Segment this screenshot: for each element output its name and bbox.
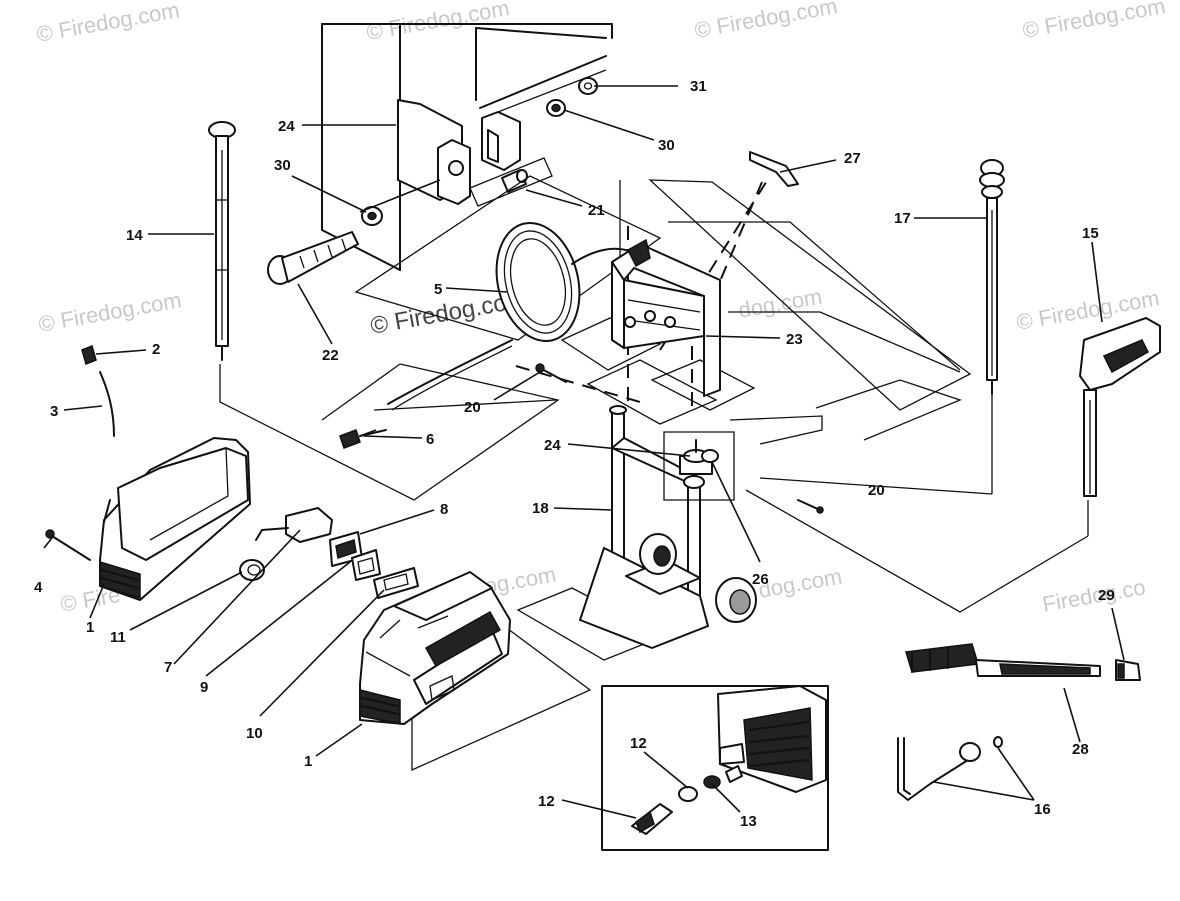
callout-12: 12 <box>538 793 555 810</box>
callout-5: 5 <box>434 281 442 298</box>
callout-8: 8 <box>440 501 448 518</box>
wand-16 <box>897 736 1003 801</box>
watermark: © Firedog.com <box>693 0 840 43</box>
callout-6: 6 <box>426 431 434 448</box>
lance-17 <box>979 159 1005 395</box>
callout-26: 26 <box>752 571 769 588</box>
fitting-6 <box>339 429 387 449</box>
callout-27: 27 <box>844 150 861 167</box>
callout-28: 28 <box>1072 741 1089 758</box>
callout-4: 4 <box>34 579 43 596</box>
assembly-line <box>359 179 441 213</box>
assembly-outlines <box>219 175 1089 772</box>
nozzle-29 <box>1115 659 1141 681</box>
callout-9: 9 <box>200 679 208 696</box>
screw-20-lower <box>797 499 824 514</box>
callout-11: 11 <box>110 629 126 646</box>
clip <box>749 151 799 187</box>
callout-18: 18 <box>532 500 549 517</box>
callout-17: 17 <box>894 210 911 227</box>
callout-10: 10 <box>246 725 263 742</box>
watermark: © Firedog.com <box>365 0 512 45</box>
callout-29: 29 <box>1098 587 1115 604</box>
foot-11 <box>239 559 265 581</box>
watermark: dog.com <box>757 564 844 603</box>
washer-30-lower <box>361 206 383 226</box>
spray-gun <box>1079 317 1161 497</box>
callout-21: 21 <box>588 202 605 219</box>
callout-13: 13 <box>740 813 757 830</box>
lance-14 <box>208 121 236 361</box>
callout-14: 14 <box>126 227 143 244</box>
callout-12: 12 <box>630 735 647 752</box>
housing-right <box>359 571 511 725</box>
callout-31: 31 <box>690 78 707 95</box>
watermark: © Firedog.com <box>37 287 184 337</box>
callout-20: 20 <box>868 482 885 499</box>
washer-30-upper <box>546 99 566 117</box>
callout-labels: 31 24 30 30 27 21 17 15 14 5 23 22 2 3 2… <box>34 78 1115 830</box>
plate-9 <box>351 549 381 581</box>
watermark: Firedog.co <box>1041 574 1148 617</box>
callout-1: 1 <box>304 753 312 770</box>
handle-frame <box>611 238 721 397</box>
cart-frame <box>579 405 757 649</box>
bolt-22 <box>267 231 359 285</box>
mounting-bracket <box>397 99 521 205</box>
callout-30: 30 <box>658 137 675 154</box>
watermark: dog.com <box>737 284 824 323</box>
brush-28 <box>905 643 1101 677</box>
spacer-21 <box>469 157 553 207</box>
callout-30: 30 <box>274 157 291 174</box>
callout-24: 24 <box>278 118 295 135</box>
callout-1: 1 <box>86 619 94 636</box>
callout-24: 24 <box>544 437 561 454</box>
callout-15: 15 <box>1082 225 1099 242</box>
tube-3 <box>99 371 115 437</box>
leader-lines <box>43 85 1125 819</box>
callout-2: 2 <box>152 341 160 358</box>
watermark: © Firedog.com <box>1021 0 1168 43</box>
label-10 <box>373 567 419 599</box>
watermark: © Firedog.com <box>35 0 182 47</box>
connector-inset <box>601 685 829 851</box>
knob-26 <box>701 449 719 463</box>
callout-22: 22 <box>322 347 339 364</box>
callout-7: 7 <box>164 659 172 676</box>
tube-3-end <box>103 499 111 523</box>
callout-16: 16 <box>1034 801 1051 818</box>
cap-2 <box>81 344 97 366</box>
screw-4 <box>45 529 91 561</box>
housing-left <box>99 437 251 601</box>
callout-20: 20 <box>464 399 481 416</box>
callout-3: 3 <box>50 403 58 420</box>
callout-23: 23 <box>786 331 803 348</box>
dashed-guide <box>515 365 641 403</box>
